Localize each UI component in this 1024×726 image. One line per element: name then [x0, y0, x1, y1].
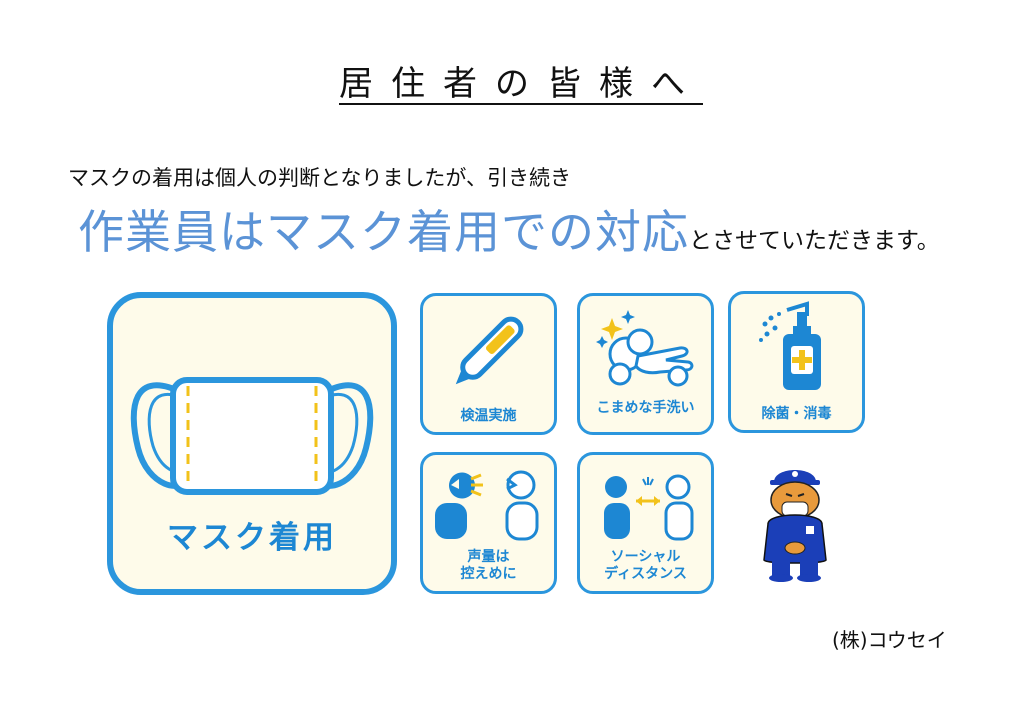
handwash-card: こまめな手洗い — [577, 293, 714, 435]
handwash-label: こまめな手洗い — [596, 400, 695, 416]
spray-bottle-icon — [759, 301, 821, 390]
mask-label: マスク着用 — [167, 520, 337, 556]
temperature-label: 検温実施 — [460, 408, 517, 424]
mask-card: マスク着用 — [107, 292, 397, 595]
page-title: 居住者の皆様へ — [339, 64, 703, 104]
distance-card: ソーシャル ディスタンス — [577, 452, 714, 594]
distance-label-1: ソーシャル — [610, 549, 681, 565]
voice-card: 声量は 控えめに — [420, 452, 557, 594]
intro-text: マスクの着用は個人の判断となりましたが、引き続き — [68, 166, 571, 190]
headline-emphasis: 作業員はマスク着用での対応 — [78, 205, 689, 259]
thermometer-icon — [455, 316, 524, 385]
headline-tail: とさせていただきます。 — [689, 228, 940, 254]
disinfect-card: 除菌・消毒 — [728, 291, 865, 433]
quiet-voice-icon — [435, 470, 539, 541]
company-name: (株)コウセイ — [832, 628, 947, 652]
temperature-card: 検温実施 — [420, 293, 557, 435]
mask-icon — [130, 377, 374, 495]
social-distance-icon — [604, 474, 694, 541]
mascot-worker-icon — [763, 470, 827, 582]
handwash-icon — [596, 310, 694, 387]
voice-label-2: 控えめに — [460, 566, 517, 582]
voice-label-1: 声量は — [467, 549, 510, 565]
headline: 作業員はマスク着用での対応とさせていただきます。 — [78, 196, 940, 262]
distance-label-2: ディスタンス — [604, 566, 687, 582]
disinfect-label: 除菌・消毒 — [761, 406, 832, 422]
